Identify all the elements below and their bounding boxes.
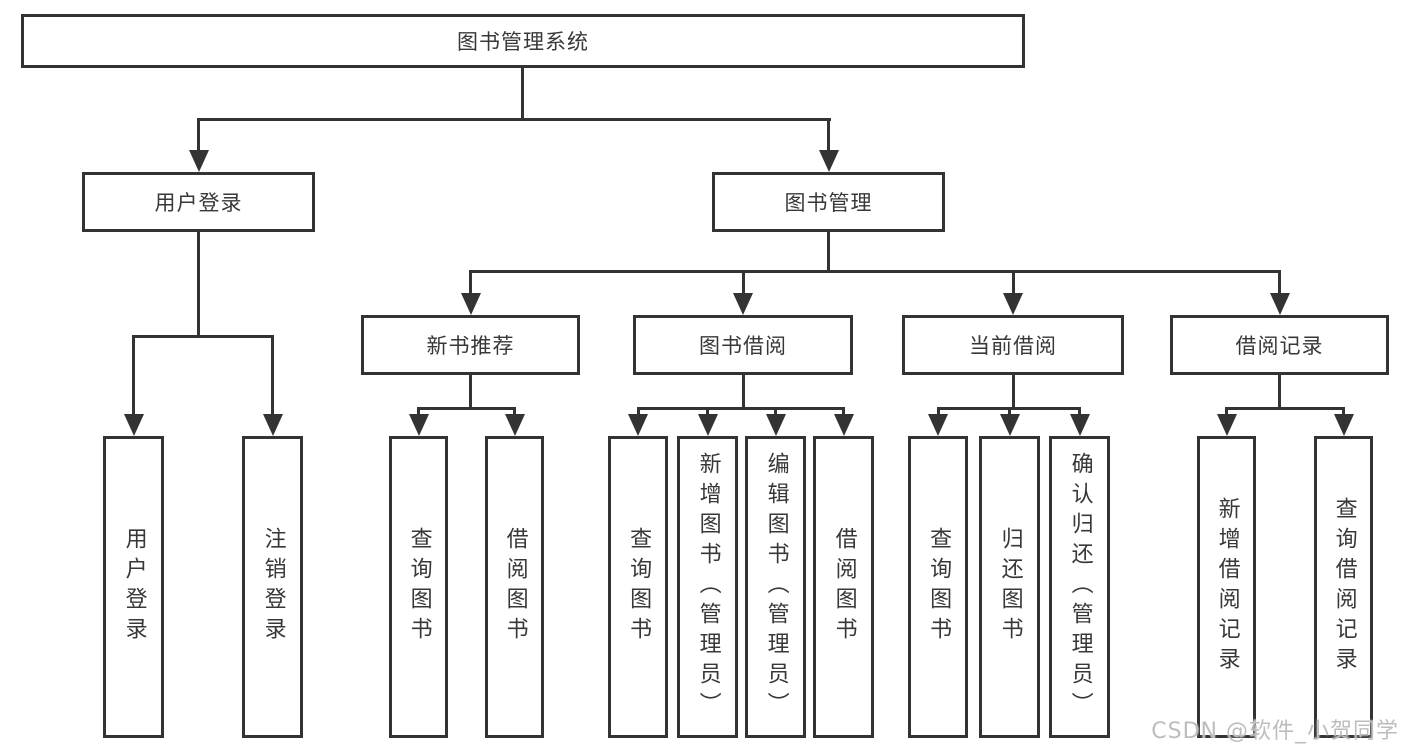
connector-line [1278, 270, 1281, 295]
leaf-logout: 注销登录 [242, 436, 303, 738]
leaf-label: 借阅图书 [831, 527, 857, 647]
node-label: 借阅记录 [1235, 334, 1324, 358]
arrow-down-icon [262, 414, 283, 436]
arrow-down-icon [765, 414, 786, 436]
connector-line [741, 375, 745, 407]
node-label: 用户登录 [154, 191, 243, 215]
node-user-login: 用户登录 [82, 172, 315, 232]
connector-line [842, 407, 845, 416]
arrow-down-icon [928, 414, 948, 436]
arrow-down-icon [1333, 414, 1354, 436]
connector-line [271, 335, 274, 416]
node-book-borrowing: 图书借阅 [633, 315, 853, 375]
arrow-down-icon [408, 414, 429, 436]
connector-line [1008, 407, 1011, 416]
leaf-label: 查询图书 [626, 527, 652, 647]
arrow-down-icon [628, 414, 648, 436]
connector-line [197, 232, 200, 335]
arrow-down-icon [999, 414, 1020, 436]
node-label: 新书推荐 [426, 334, 515, 358]
leaf-query-books-recommend: 查询图书 [389, 436, 448, 738]
node-new-book-recommendation: 新书推荐 [361, 315, 580, 375]
leaf-label: 查询图书 [406, 527, 432, 647]
leaf-edit-books-admin: 编辑图书（管理员） [745, 436, 806, 738]
arrow-down-icon [1216, 414, 1237, 436]
leaf-label: 新增借阅记录 [1214, 497, 1240, 677]
connector-line [469, 270, 472, 295]
connector-line [936, 407, 940, 416]
node-book-management: 图书管理 [712, 172, 945, 232]
leaf-borrow-books-recommend: 借阅图书 [485, 436, 544, 738]
connector-line [417, 407, 420, 416]
connector-line [827, 232, 830, 270]
node-label: 图书管理系统 [457, 30, 589, 54]
connector-line [636, 407, 640, 416]
connector-line [1078, 407, 1081, 416]
leaf-label: 借阅图书 [502, 527, 528, 647]
connector-line [1011, 375, 1015, 407]
arrow-down-icon [1069, 414, 1090, 436]
leaf-label: 注销登录 [260, 527, 286, 647]
connector-line [636, 407, 845, 410]
connector-line [513, 407, 516, 416]
leaf-label: 确认归还（管理员） [1067, 452, 1093, 722]
connector-line [1225, 407, 1345, 410]
connector-line [706, 407, 709, 416]
leaf-label: 归还图书 [997, 527, 1023, 647]
arrow-down-icon [460, 293, 481, 315]
arrow-down-icon [697, 414, 718, 436]
arrow-down-icon [1269, 293, 1290, 315]
leaf-query-books-current: 查询图书 [908, 436, 968, 738]
arrow-down-icon [1003, 293, 1023, 315]
arrow-down-icon [733, 293, 753, 315]
node-label: 图书借阅 [699, 334, 787, 358]
connector-line [1278, 375, 1281, 407]
connector-line [132, 335, 135, 416]
leaf-add-books-admin: 新增图书（管理员） [677, 436, 738, 738]
connector-line [827, 118, 830, 154]
csdn-watermark: CSDN @软件_小贺同学 [1151, 719, 1399, 744]
node-book-management-system: 图书管理系统 [21, 14, 1025, 68]
arrow-down-icon [504, 414, 525, 436]
leaf-label: 编辑图书（管理员） [763, 452, 789, 722]
connector-line [741, 270, 745, 295]
leaf-user-login: 用户登录 [103, 436, 164, 738]
connector-line [521, 68, 524, 118]
leaf-confirm-return-admin: 确认归还（管理员） [1049, 436, 1110, 738]
connector-line [1225, 407, 1228, 416]
connector-line [1342, 407, 1345, 416]
connector-line [132, 335, 274, 338]
leaf-borrow-books-borrowing: 借阅图书 [813, 436, 874, 738]
leaf-query-books-borrowing: 查询图书 [608, 436, 668, 738]
node-label: 当前借阅 [969, 334, 1057, 358]
connector-line [774, 407, 777, 416]
leaf-label: 用户登录 [121, 527, 147, 647]
connector-line [469, 270, 1281, 273]
arrow-down-icon [188, 150, 209, 172]
arrow-down-icon [123, 414, 144, 436]
leaf-add-borrow-record: 新增借阅记录 [1197, 436, 1256, 738]
leaf-query-borrow-record: 查询借阅记录 [1314, 436, 1373, 738]
arrow-down-icon [833, 414, 854, 436]
connector-line [417, 407, 516, 410]
connector-line [1011, 270, 1015, 295]
leaf-label: 新增图书（管理员） [695, 452, 721, 722]
leaf-return-books: 归还图书 [979, 436, 1040, 738]
arrow-down-icon [818, 150, 839, 172]
connector-line [469, 375, 472, 407]
connector-line [197, 118, 831, 121]
node-current-borrowing: 当前借阅 [902, 315, 1124, 375]
leaf-label: 查询借阅记录 [1331, 497, 1357, 677]
node-borrowing-records: 借阅记录 [1170, 315, 1389, 375]
connector-line [197, 118, 200, 154]
node-label: 图书管理 [784, 191, 873, 215]
leaf-label: 查询图书 [926, 527, 952, 647]
